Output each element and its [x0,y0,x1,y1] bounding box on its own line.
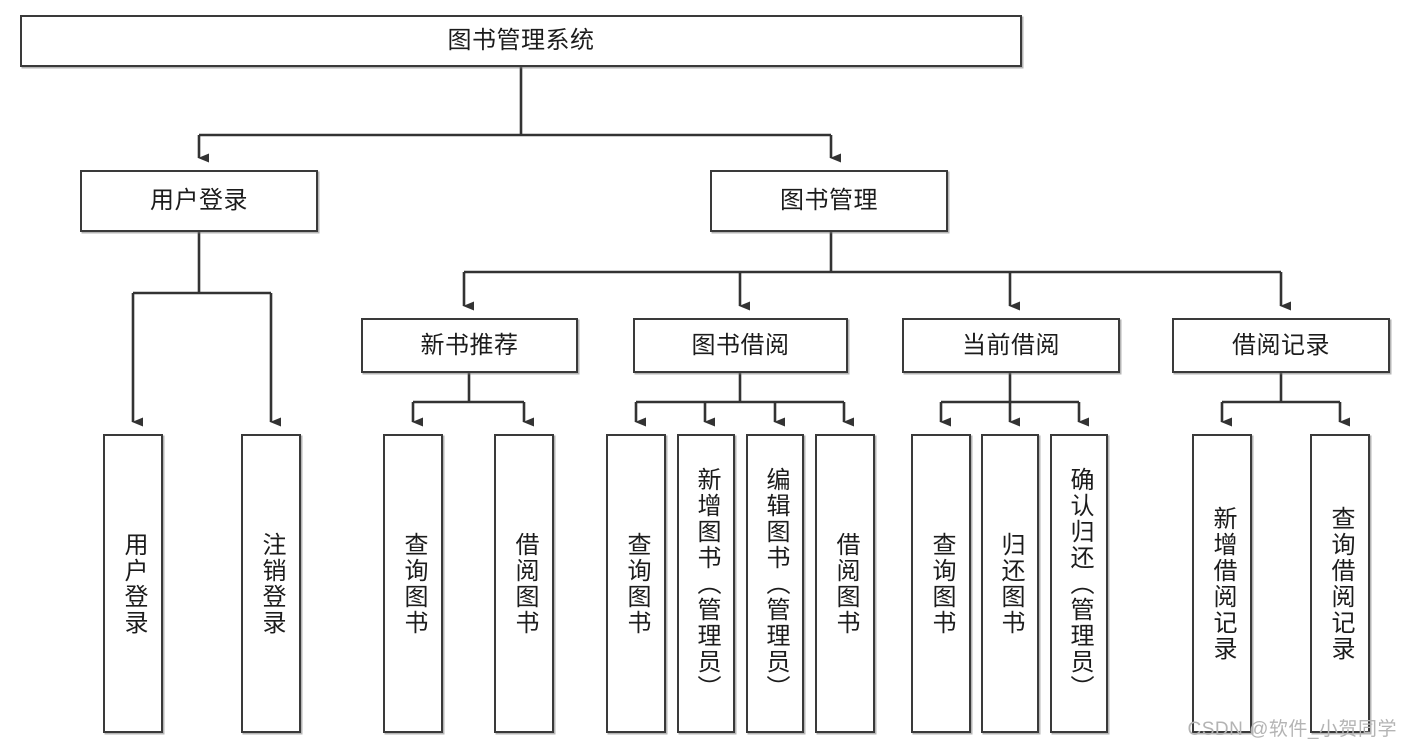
node-label: 图书借阅 [691,331,790,359]
node-label: 确认归还（管理员） [1066,466,1093,701]
node-label: 用户登录 [120,531,147,636]
node-label: 图书管理 [780,187,878,215]
node-label: 查询图书 [400,531,427,636]
node-book-borrow[interactable]: 图书借阅 [633,318,848,373]
node-label: 新增借阅记录 [1209,505,1236,662]
node-label: 查询借阅记录 [1327,505,1354,662]
node-label: 编辑图书（管理员） [762,466,789,701]
node-label: 当前借阅 [962,331,1060,359]
node-label: 图书管理系统 [447,27,595,55]
node-label: 新书推荐 [420,331,519,359]
leaf-book-borrow-borrow[interactable]: 借阅图书 [815,434,875,733]
node-label: 借阅记录 [1232,331,1330,359]
node-current-borrow[interactable]: 当前借阅 [902,318,1120,373]
leaf-borrow-record-query[interactable]: 查询借阅记录 [1310,434,1370,733]
node-root-book-management-system[interactable]: 图书管理系统 [20,15,1022,67]
leaf-book-borrow-edit-admin[interactable]: 编辑图书（管理员） [746,434,804,733]
node-label: 归还图书 [997,531,1024,636]
watermark-text: CSDN @软件_小贺同学 [1187,719,1397,740]
leaf-book-borrow-query[interactable]: 查询图书 [606,434,666,733]
node-label: 注销登录 [258,531,285,636]
node-user-login[interactable]: 用户登录 [80,170,318,232]
node-new-book-recommend[interactable]: 新书推荐 [361,318,578,373]
leaf-user-login-logout[interactable]: 注销登录 [241,434,301,733]
node-book-management[interactable]: 图书管理 [710,170,948,232]
node-label: 用户登录 [150,187,248,215]
node-label: 新增图书（管理员） [693,466,720,701]
node-borrow-record[interactable]: 借阅记录 [1172,318,1390,373]
node-label: 借阅图书 [832,531,859,636]
node-label: 查询图书 [623,531,650,636]
node-label: 查询图书 [928,531,955,636]
node-label: 借阅图书 [511,531,538,636]
leaf-current-borrow-return[interactable]: 归还图书 [981,434,1039,733]
leaf-current-borrow-query[interactable]: 查询图书 [911,434,971,733]
leaf-new-book-borrow[interactable]: 借阅图书 [494,434,554,733]
leaf-user-login-login[interactable]: 用户登录 [103,434,163,733]
leaf-borrow-record-add[interactable]: 新增借阅记录 [1192,434,1252,733]
leaf-book-borrow-add-admin[interactable]: 新增图书（管理员） [677,434,735,733]
leaf-new-book-query[interactable]: 查询图书 [383,434,443,733]
leaf-current-borrow-confirm-admin[interactable]: 确认归还（管理员） [1050,434,1108,733]
